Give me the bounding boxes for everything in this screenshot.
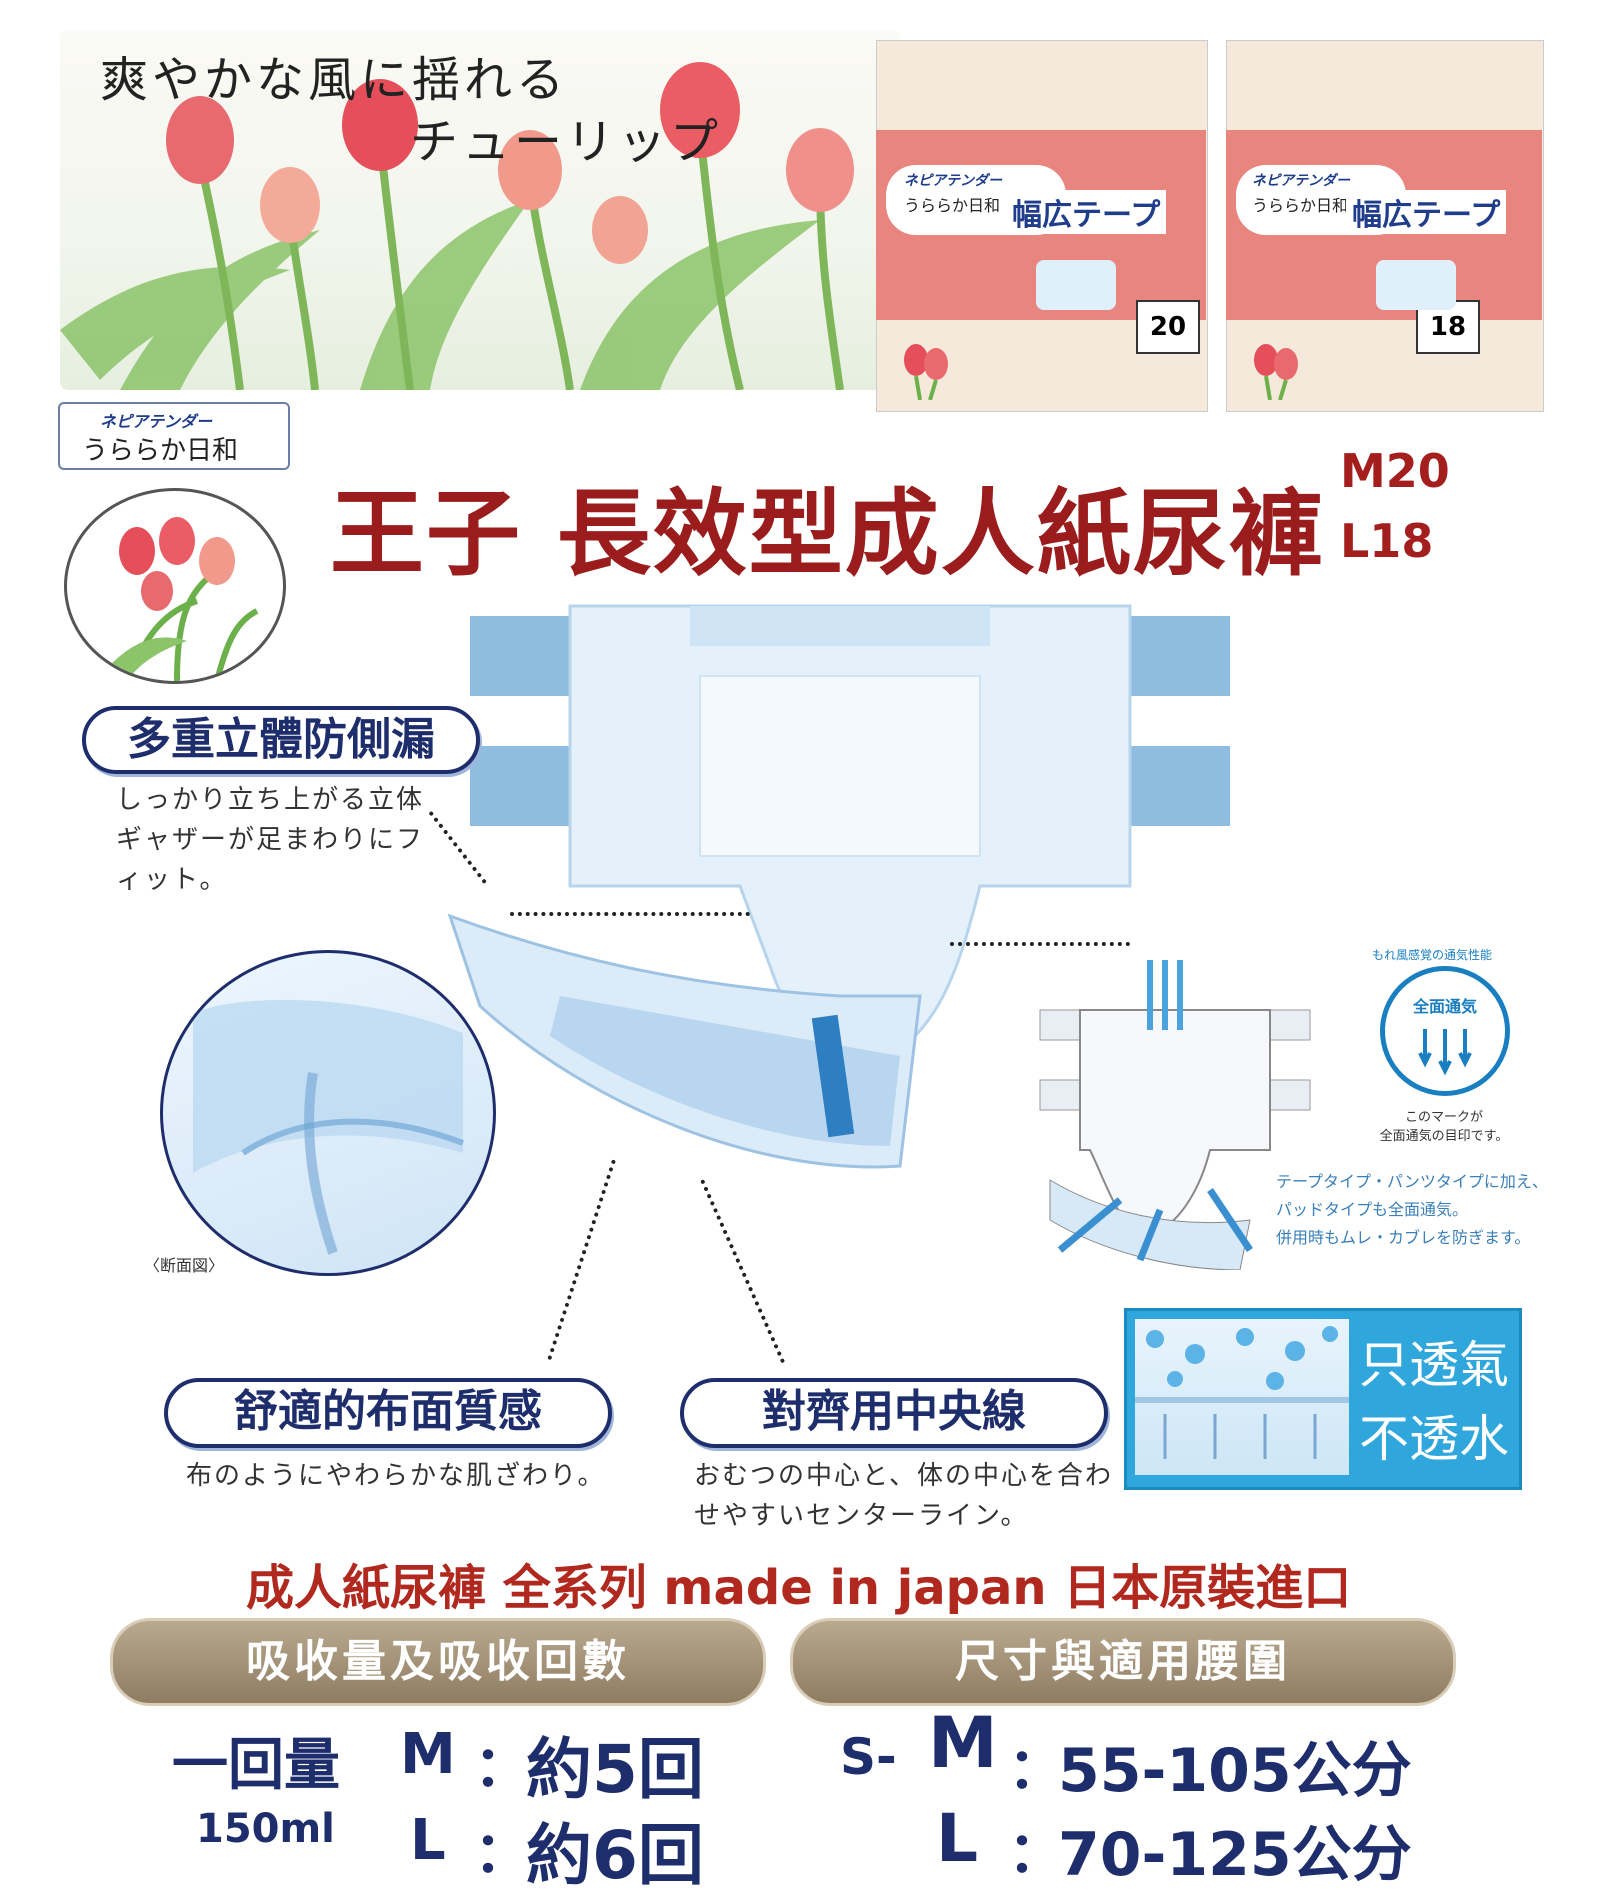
cross-section-circle [160, 950, 496, 1276]
breath-mark-note-line: 全面通気の目印です。 [1379, 1129, 1509, 1144]
breath-arc-text: もれ風感覚の通気性能 [1372, 948, 1493, 962]
per-use-label: 一回量 [172, 1733, 340, 1798]
tulip-illustration [60, 62, 854, 390]
leader-line-feature1-b [510, 912, 750, 916]
package-l-diaper-icon [1376, 260, 1456, 310]
tulip-banner [60, 30, 900, 390]
breathability-diagram [1039, 960, 1311, 1270]
feature-desc-line: せやすいセンターライン。 [694, 1501, 1029, 1531]
feature-desc-line: ィット。 [116, 865, 228, 895]
waterproof-text: 不透水 [1359, 1410, 1509, 1468]
absorb-sep-m: ： [474, 1735, 530, 1800]
leader-line-feature3 [700, 1179, 786, 1364]
feature-label-fabric-feel: 舒適的布面質感 [164, 1378, 612, 1448]
size-m: M [928, 1702, 998, 1784]
package-m-name: うららか日和 [904, 196, 1001, 215]
feature-desc-line: ギャザーが足まわりにフ [116, 825, 425, 855]
absorb-size-l: L [410, 1808, 446, 1873]
brand-logo-line2: うららか日和 [82, 436, 239, 466]
breathable-waterproof-panel: 只透氣 不透水 [1124, 1308, 1522, 1490]
feature-label-center-line: 對齊用中央線 [680, 1378, 1108, 1448]
package-l: ネピアテンダー うららか日和 幅広テープ 18 [1226, 40, 1544, 412]
feature-desc-line: おむつの中心と、体の中心を合わ [694, 1461, 1113, 1491]
diaper-illustration [447, 604, 1230, 1169]
size-sep-m: ： [1008, 1737, 1064, 1802]
per-use-value: 150ml [196, 1806, 335, 1852]
absorb-sep-l: ： [474, 1821, 530, 1886]
origin-line: 成人紙尿褲 全系列 made in japan 日本原裝進口 [246, 1560, 1352, 1616]
tagline-line2: チューリップ [410, 114, 723, 170]
size-code-m: M20 [1340, 444, 1450, 498]
absorb-value-m: 約5回 [526, 1731, 704, 1808]
brand-logo-line1: ネピアテンダー [100, 412, 213, 431]
membrane-diagram [1135, 1319, 1349, 1475]
feature-desc-leak-guard: しっかり立ち上がる立体 ギャザーが足まわりにフ ィット。 [116, 780, 456, 900]
package-m-tulip-icon [904, 344, 948, 400]
breath-desc-line: パッドタイプも全面通気。 [1276, 1200, 1469, 1219]
breathable-text: 只透氣 [1359, 1336, 1509, 1394]
feature-label-leak-guard: 多重立體防側漏 [82, 706, 480, 774]
absorb-size-m: M [400, 1722, 456, 1787]
tagline-line1: 爽やかな風に揺れる [100, 52, 569, 108]
package-l-name: うららか日和 [1252, 196, 1349, 215]
breath-mark-note-line: このマークが [1404, 1110, 1483, 1125]
leader-line-breath [950, 942, 1130, 946]
package-m-count: 20 [1136, 300, 1200, 354]
full-breathable-badge-label: 全面通気 [1412, 997, 1477, 1016]
sizes-header: 尺寸與適用腰圍 [790, 1618, 1456, 1706]
breath-desc-line: 併用時もムレ・カブレを防ぎます。 [1276, 1228, 1531, 1247]
absorb-header: 吸收量及吸收回數 [110, 1618, 766, 1706]
cross-section-caption: 〈断面図〉 [144, 1256, 225, 1275]
package-m: ネピアテンダー うららか日和 幅広テープ 20 [876, 40, 1208, 412]
breath-desc: テープタイプ・パンツタイプに加え、 パッドタイプも全面通気。 併用時もムレ・カブ… [1276, 1168, 1576, 1252]
package-l-product: 幅広テープ [1346, 190, 1507, 234]
full-breathable-badge: 全面通気 [1380, 966, 1510, 1096]
down-arrows-icon [1418, 1029, 1472, 1076]
absorb-value-l: 約6回 [526, 1817, 704, 1894]
package-l-brand: ネピアテンダー [1252, 173, 1350, 189]
package-m-diaper-icon [1036, 260, 1116, 310]
brand-logo: ネピアテンダー うららか日和 [58, 402, 290, 470]
breath-desc-line: テープタイプ・パンツタイプに加え、 [1276, 1172, 1548, 1191]
breath-mark-note: このマークが 全面通気の目印です。 [1374, 1106, 1514, 1144]
size-l: L [936, 1800, 979, 1877]
size-range-l: 70-125公分 [1058, 1820, 1412, 1890]
size-prefix-s: S- [840, 1728, 897, 1786]
feature-desc-center-line: おむつの中心と、体の中心を合わ せやすいセンターライン。 [694, 1456, 1113, 1536]
package-m-product: 幅広テープ [1006, 190, 1167, 234]
size-sep-l: ： [1008, 1821, 1064, 1886]
tulip-circle-emblem [64, 488, 286, 684]
package-l-tulip-icon [1254, 344, 1298, 400]
feature-desc-fabric-feel: 布のようにやわらかな肌ざわり。 [186, 1461, 606, 1491]
size-range-m: 55-105公分 [1058, 1736, 1412, 1806]
feature-desc-line: しっかり立ち上がる立体 [116, 785, 425, 815]
package-m-brand: ネピアテンダー [904, 173, 1002, 189]
size-code-l: L18 [1340, 514, 1434, 568]
product-title: 王子 長效型成人紙尿褲 [330, 480, 1325, 589]
